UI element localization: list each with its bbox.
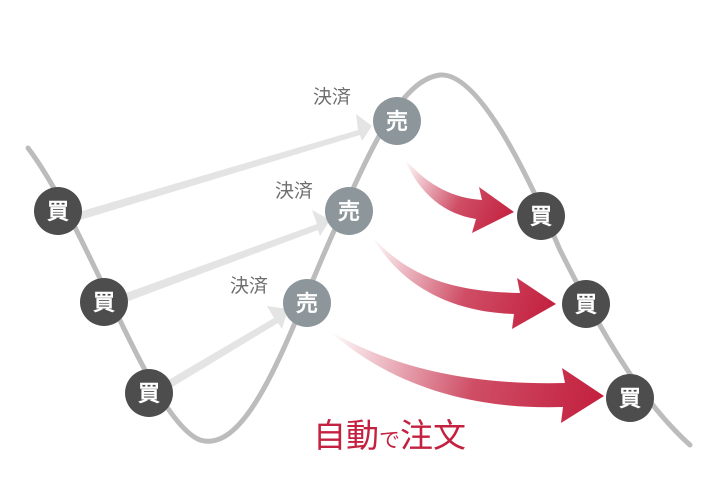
caption-large2: 注文 — [400, 416, 466, 455]
buy-node: 買 — [125, 369, 173, 417]
order-arrow — [328, 330, 604, 423]
svg-text:買: 買 — [93, 291, 115, 316]
sell-node: 売 — [325, 187, 373, 235]
settle-arrow — [165, 306, 288, 389]
order-arrow — [372, 236, 556, 329]
rebuy-node: 買 — [606, 374, 654, 422]
caption-large: 自動 — [313, 416, 379, 455]
svg-text:売: 売 — [338, 199, 360, 225]
buy-node: 買 — [80, 278, 128, 326]
svg-text:買: 買 — [619, 387, 641, 412]
settle-label: 決済 — [275, 180, 313, 202]
buy-node: 買 — [34, 187, 82, 235]
sell-node: 売 — [373, 97, 421, 145]
svg-text:買: 買 — [47, 200, 69, 225]
svg-text:買: 買 — [575, 293, 597, 318]
rebuy-node: 買 — [562, 280, 610, 328]
settle-label: 決済 — [230, 275, 268, 297]
settle-arrow — [115, 210, 330, 305]
settle-arrow — [75, 114, 372, 221]
auto-order-caption: 自動で注文 — [313, 416, 466, 455]
order-arrow — [404, 158, 514, 233]
caption-small: で — [379, 428, 400, 452]
sell-node: 売 — [283, 279, 331, 327]
svg-text:買: 買 — [138, 382, 160, 407]
settle-label: 決済 — [313, 86, 351, 108]
rebuy-node: 買 — [517, 192, 565, 240]
svg-text:買: 買 — [530, 205, 552, 230]
svg-text:売: 売 — [296, 291, 318, 317]
svg-text:売: 売 — [386, 109, 408, 135]
